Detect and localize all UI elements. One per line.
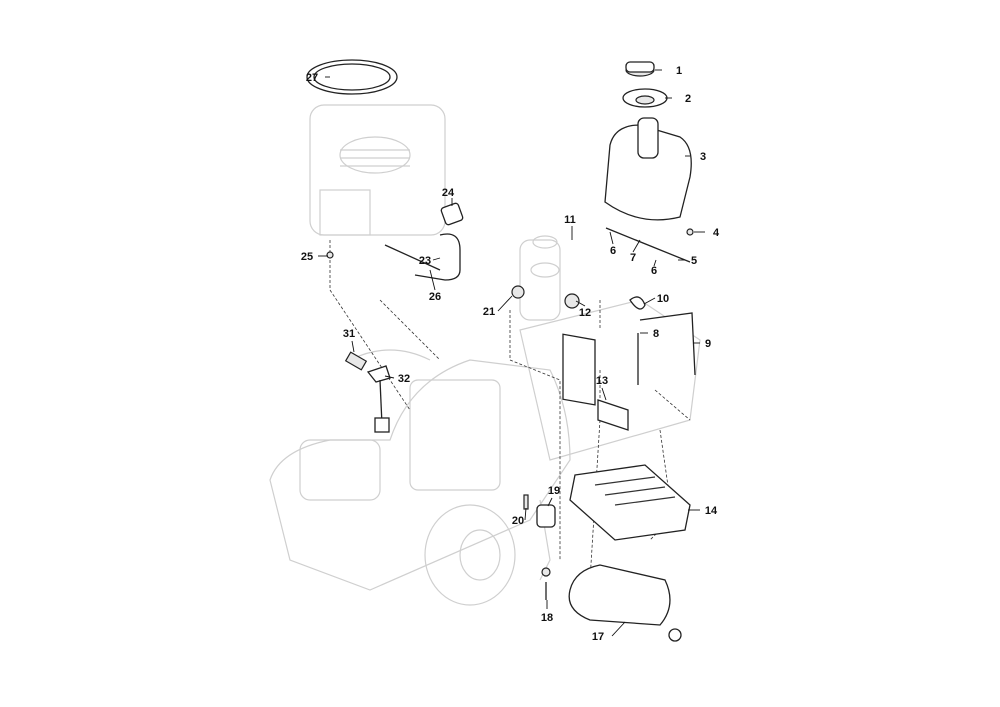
leader-line [611, 621, 626, 637]
leader-line [653, 259, 657, 267]
callout-label-20: 20 [512, 515, 524, 527]
leader-line [632, 239, 641, 253]
callout-label-2: 2 [685, 93, 691, 105]
callout-label-14: 14 [705, 505, 718, 517]
callout-label-4: 4 [713, 227, 720, 239]
callout-label-5: 5 [691, 255, 697, 267]
callout-label-6: 6 [610, 245, 616, 257]
engine-ghost [309, 104, 446, 236]
callout-label-12: 12 [579, 307, 591, 319]
leader-line [429, 269, 436, 291]
leader-line [497, 295, 513, 312]
parts [306, 59, 696, 642]
callout-label-6: 6 [651, 265, 657, 277]
callout-label-1: 1 [676, 65, 682, 77]
tractor-body-ghost [269, 235, 701, 606]
leader-line [524, 507, 527, 521]
callout-label-24: 24 [442, 187, 455, 199]
leader-line [643, 297, 656, 305]
callout-label-8: 8 [653, 328, 659, 340]
callout-label-25: 25 [301, 251, 313, 263]
callout-label-17: 17 [592, 631, 604, 643]
callout-label-11: 11 [564, 214, 576, 226]
leader-line [384, 375, 395, 379]
callout-label-32: 32 [398, 373, 410, 385]
leader-line [351, 340, 355, 353]
callout-label-26: 26 [429, 291, 441, 303]
callout-label-31: 31 [343, 328, 355, 340]
callout-label-13: 13 [596, 375, 608, 387]
leader-line [432, 257, 441, 261]
callout-label-7: 7 [630, 252, 636, 264]
callout-label-18: 18 [541, 612, 553, 624]
callout-label-10: 10 [657, 293, 669, 305]
callout-label-23: 23 [419, 255, 431, 267]
callout-label-3: 3 [700, 151, 706, 163]
callout-label-21: 21 [483, 306, 495, 318]
callout-label-27: 27 [306, 72, 318, 84]
leader-line [601, 387, 607, 401]
leader-line [547, 497, 553, 507]
leader-line [609, 231, 614, 245]
callout-label-19: 19 [548, 485, 560, 497]
leader-line [575, 300, 586, 307]
callout-label-9: 9 [705, 338, 711, 350]
